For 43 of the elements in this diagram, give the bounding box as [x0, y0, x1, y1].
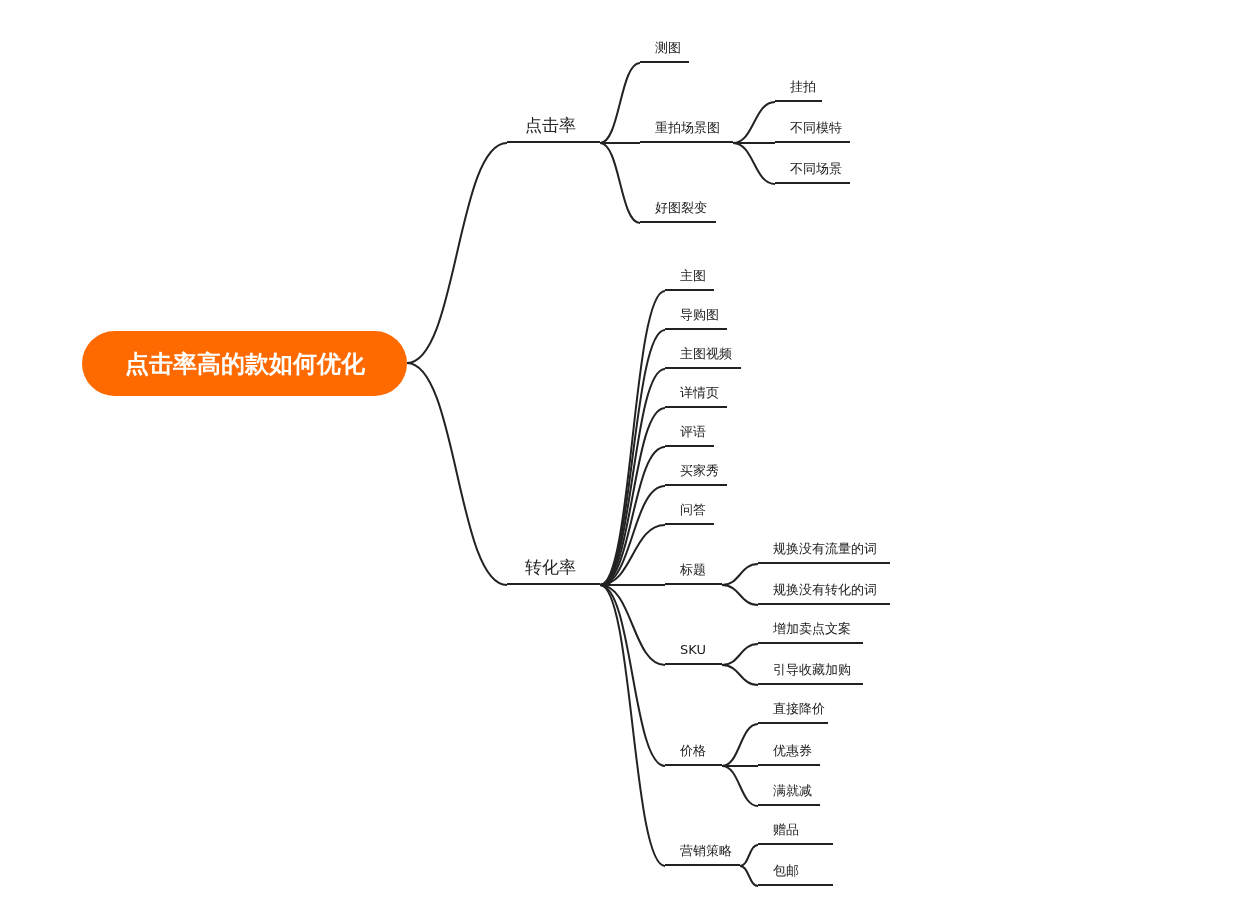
subtopic: SKU: [665, 641, 722, 665]
branch-connector: [739, 865, 759, 887]
subtopic: 增加卖点文案: [758, 620, 863, 644]
subtopic: 不同场景: [775, 160, 850, 184]
branch-connector: [599, 368, 666, 586]
branch-connector: [721, 765, 759, 807]
branch-connector: [599, 142, 641, 224]
main-branch-topic: 点击率: [507, 113, 600, 143]
root-topic: 点击率高的款如何优化: [82, 331, 407, 396]
subtopic: 引导收藏加购: [758, 661, 863, 685]
subtopic: 赠品: [758, 821, 833, 845]
subtopic: 好图裂变: [640, 199, 716, 223]
branch-connector: [599, 142, 641, 144]
branch-connector: [721, 723, 759, 767]
branch-connector: [721, 664, 759, 686]
subtopic: 价格: [665, 742, 722, 766]
subtopic: 优惠券: [758, 742, 820, 766]
subtopic: 挂拍: [775, 78, 822, 102]
subtopic: 买家秀: [665, 462, 727, 486]
subtopic: 满就减: [758, 782, 820, 806]
subtopic: 包邮: [758, 862, 833, 886]
subtopic: 详情页: [665, 384, 727, 408]
subtopic: 评语: [665, 423, 714, 447]
branch-connector: [599, 584, 666, 867]
subtopic: 规换没有流量的词: [758, 540, 890, 564]
subtopic: 问答: [665, 501, 714, 525]
subtopic: 营销策略: [665, 842, 740, 866]
subtopic: 不同模特: [775, 119, 850, 143]
branch-connector: [406, 362, 508, 586]
branch-connector: [732, 142, 776, 185]
branch-connector: [599, 584, 666, 767]
subtopic: 导购图: [665, 306, 727, 330]
subtopic: 规换没有转化的词: [758, 581, 890, 605]
subtopic: 直接降价: [758, 700, 828, 724]
branch-connector: [721, 584, 759, 606]
subtopic: 重拍场景图: [640, 119, 733, 143]
branch-connector: [599, 62, 641, 144]
subtopic: 主图视频: [665, 345, 741, 369]
subtopic: 主图: [665, 267, 714, 291]
subtopic: 标题: [665, 561, 722, 585]
subtopic: 测图: [640, 39, 689, 63]
branch-connector: [739, 844, 759, 867]
main-branch-topic: 转化率: [507, 555, 600, 585]
